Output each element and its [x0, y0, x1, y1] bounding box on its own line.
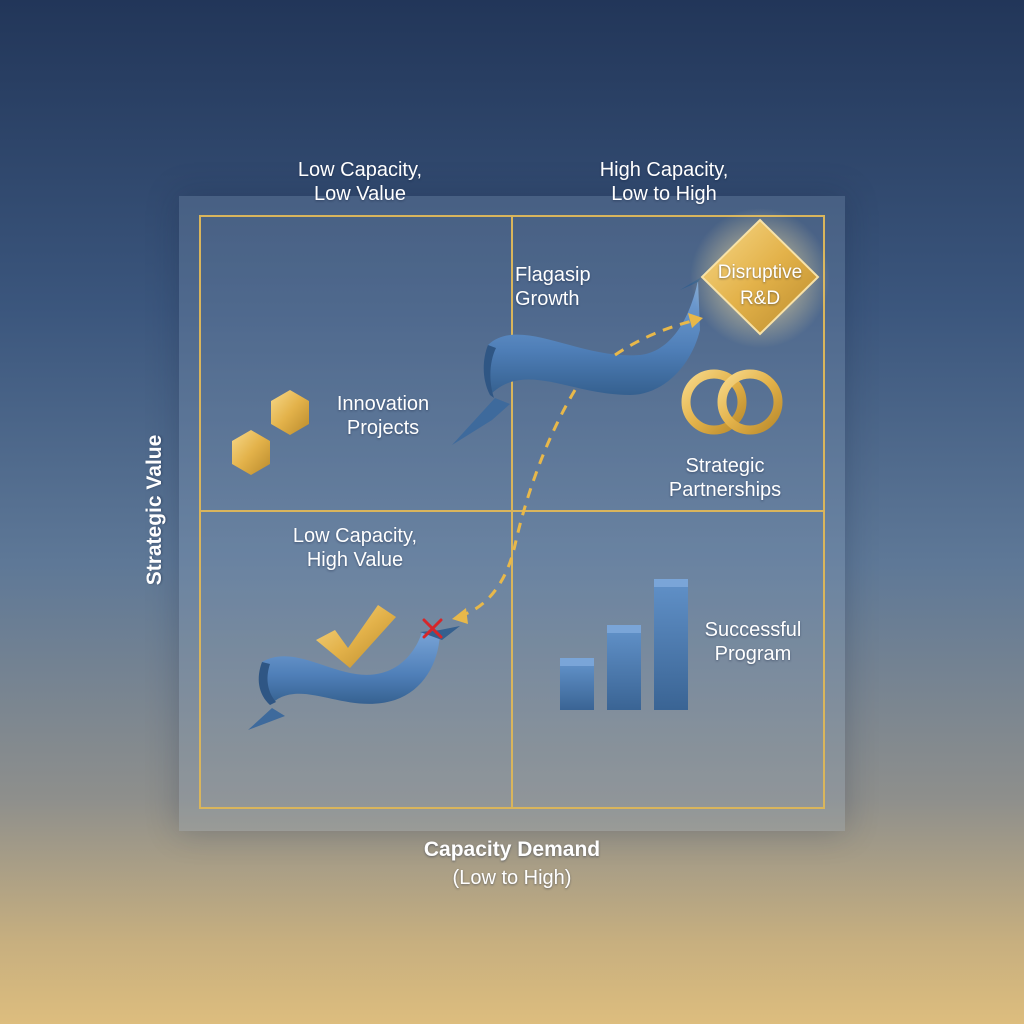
- grid-right-border: [823, 215, 825, 809]
- disruptive-rd-diamond: [690, 208, 830, 348]
- rings-icon: [681, 369, 783, 435]
- label-innovation-projects: Innovation Projects: [336, 393, 430, 439]
- label-disruptive-rd: Disruptive R&D: [717, 262, 803, 309]
- label-flagship-growth: Flagasip Growth: [515, 264, 591, 310]
- x-axis-title: Capacity Demand: [423, 838, 601, 861]
- checkmark-icon: [316, 605, 396, 668]
- arrow-to-disruptive-icon: [614, 313, 703, 357]
- success-ribbon-icon: [248, 626, 460, 730]
- bar-chart-icon: [560, 579, 688, 710]
- flagship-ribbon-icon: [452, 262, 712, 445]
- header-low-capacity-high-value: Low Capacity, High Value: [292, 525, 418, 571]
- red-cross-icon: [422, 618, 443, 639]
- grid-left-border: [199, 215, 201, 809]
- label-strategic-partnerships: Strategic Partnerships: [668, 455, 782, 501]
- hexagon-icons: [232, 390, 309, 475]
- arrow-to-success-ribbon-icon: [452, 389, 577, 624]
- y-axis-title: Strategic Value: [143, 434, 166, 586]
- header-high-capacity-low-to-high: High Capacity, Low to High: [599, 159, 729, 205]
- grid-vertical-divider: [511, 215, 513, 809]
- header-low-capacity-low-value: Low Capacity, Low Value: [297, 159, 423, 205]
- grid-horizontal-divider: [200, 510, 825, 512]
- x-axis-subtitle: (Low to High): [452, 867, 572, 889]
- label-successful-program: Successful Program: [704, 619, 802, 665]
